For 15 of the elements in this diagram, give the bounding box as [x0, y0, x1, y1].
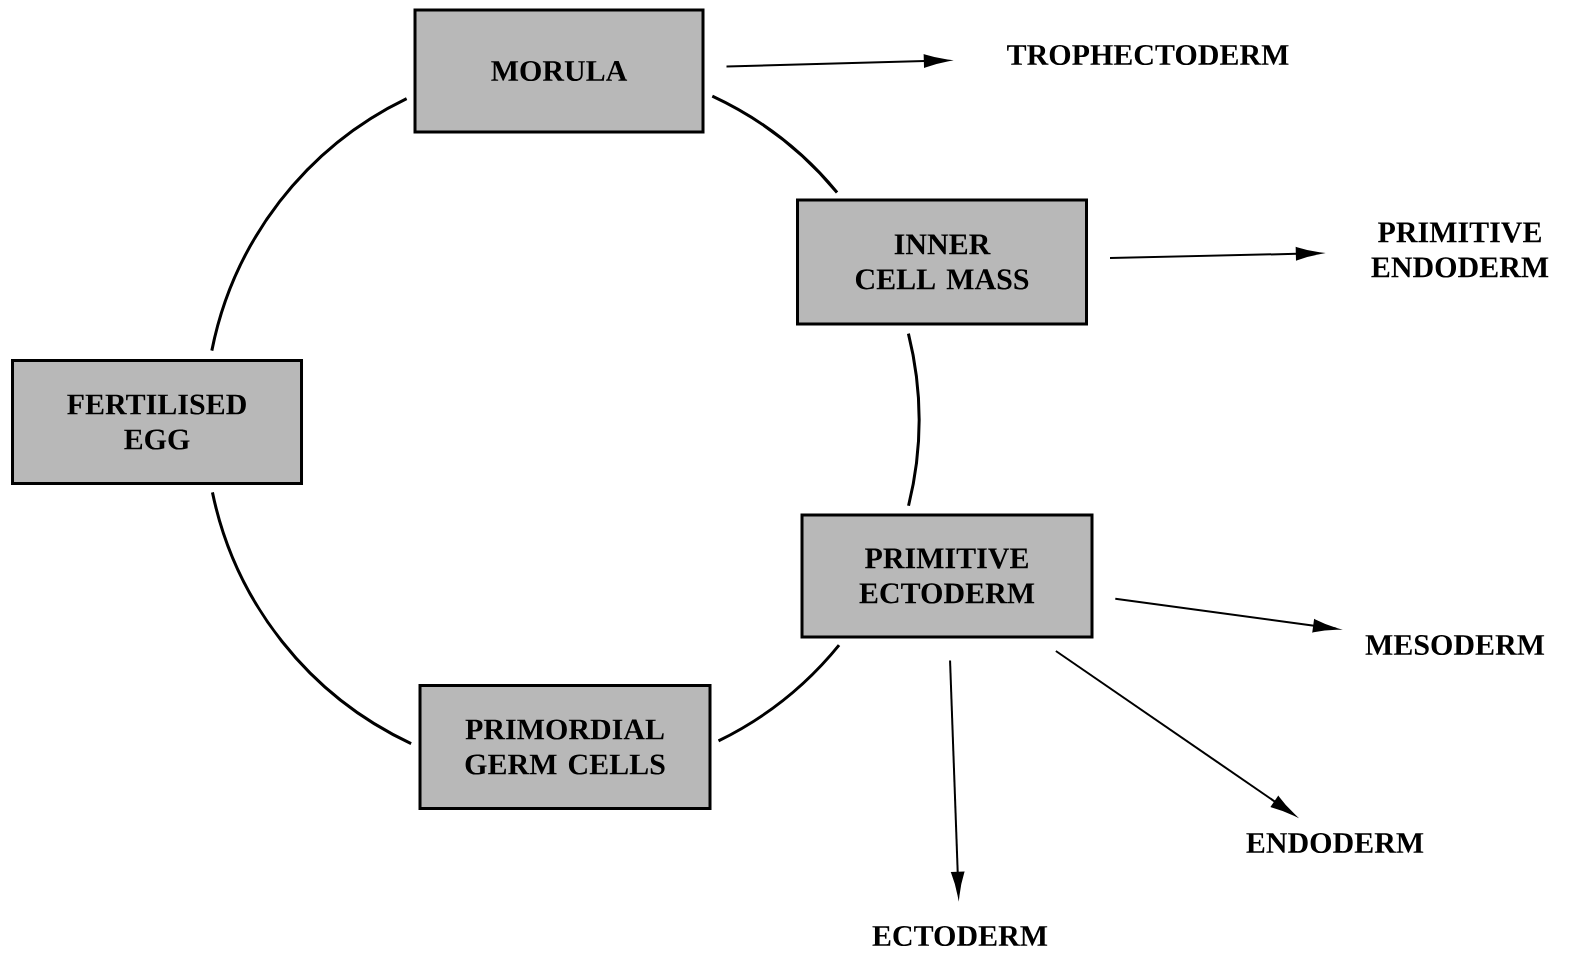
stage-box: INNER CELL MASS	[796, 198, 1088, 326]
stage-box: PRIMITIVE ECTODERM	[800, 513, 1094, 639]
stage-box: PRIMORDIAL GERM CELLS	[418, 684, 712, 810]
stage-box: MORULA	[413, 8, 705, 134]
tissue-label: TROPHECTODERM	[1007, 44, 1289, 66]
cycle-arc	[711, 94, 839, 194]
tissue-label: ECTODERM	[872, 925, 1048, 947]
stage-box: FERTILISED EGG	[11, 359, 303, 485]
cycle-arc	[210, 97, 408, 351]
tissue-label: MESODERM	[1365, 634, 1545, 656]
cycle-arc	[906, 333, 921, 507]
tissue-label: ENDODERM	[1246, 832, 1424, 854]
tissue-label: PRIMITIVE ENDODERM	[1371, 222, 1549, 278]
cycle-arc	[717, 644, 841, 743]
cycle-arc	[211, 492, 412, 745]
